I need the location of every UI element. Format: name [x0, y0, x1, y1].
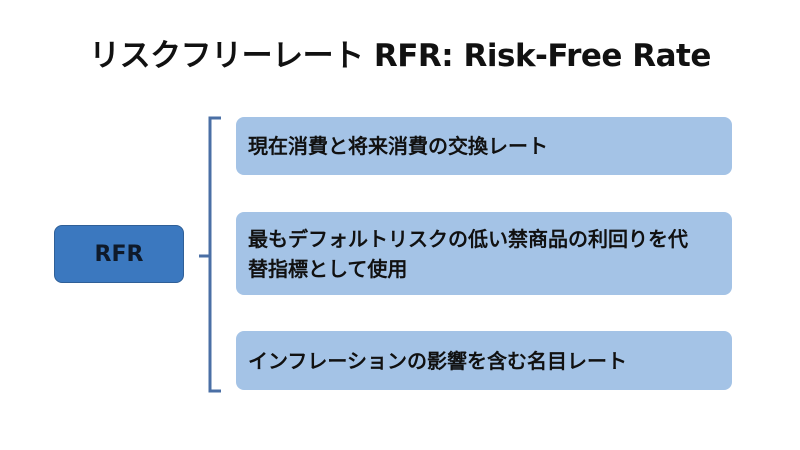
branch-item-label: 最もデフォルトリスクの低い禁商品の利回りを代替指標として使用	[248, 226, 688, 281]
root-node-rfr: RFR	[54, 225, 184, 283]
branch-item-label: インフレーションの影響を含む名目レート	[248, 348, 627, 373]
branch-item-nominal-rate: インフレーションの影響を含む名目レート	[236, 331, 732, 390]
branch-item-label: 現在消費と将来消費の交換レート	[248, 134, 548, 158]
slide-title: リスクフリーレート RFR: Risk-Free Rate	[89, 38, 711, 74]
branch-item-proxy-yield: 最もデフォルトリスクの低い禁商品の利回りを代替指標として使用	[236, 212, 732, 295]
root-node-label: RFR	[94, 241, 144, 267]
branch-item-exchange-rate: 現在消費と将来消費の交換レート	[236, 117, 732, 175]
